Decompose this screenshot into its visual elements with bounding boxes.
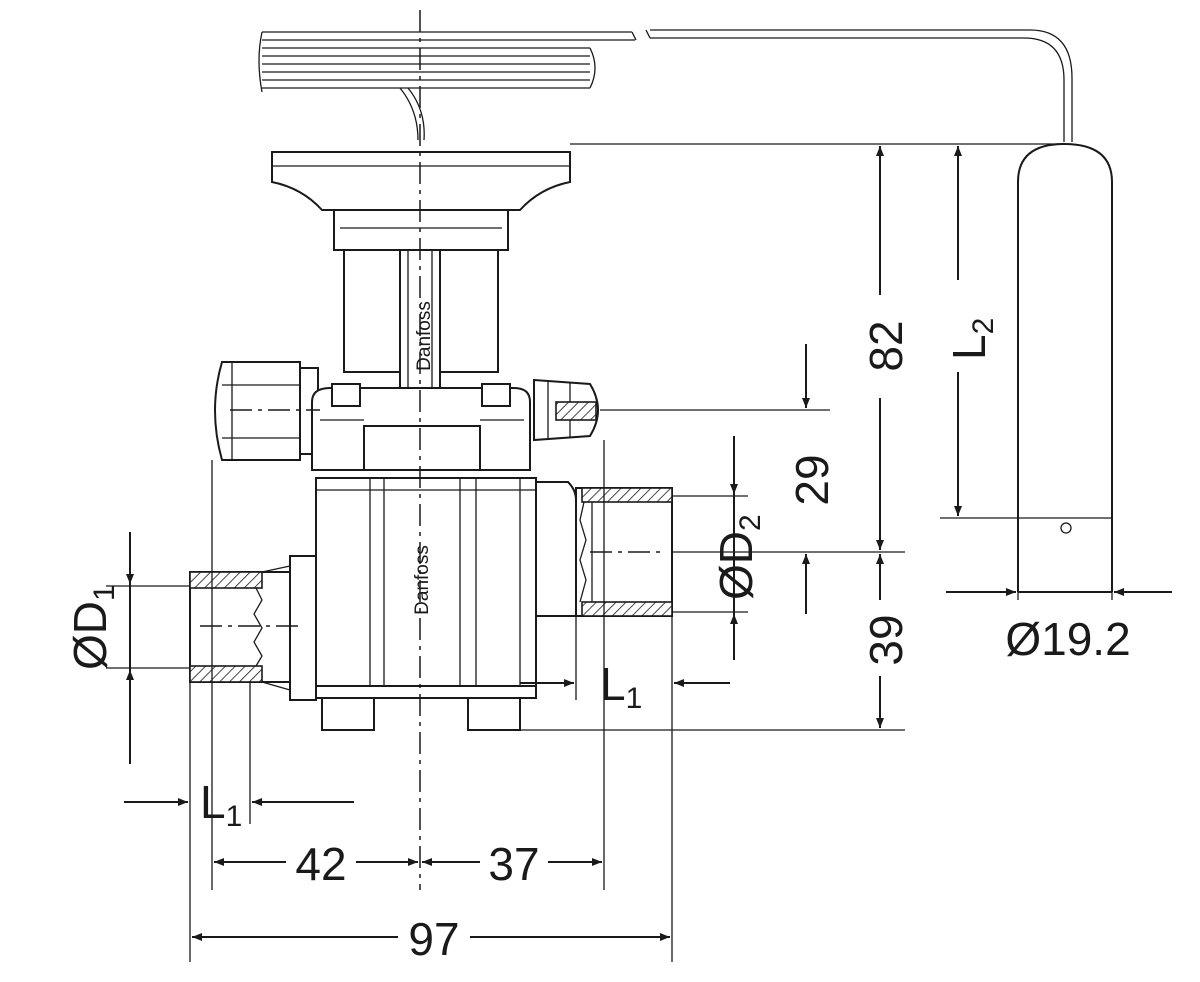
dimension-inlet-diameter-label: ØD1	[64, 584, 121, 670]
body-brand-label: Danfoss	[412, 545, 433, 615]
valve-body	[289, 477, 577, 731]
dimension-lower-offset-value: 39	[860, 614, 912, 665]
right-flare-nut	[533, 378, 599, 442]
dimension-bulb-length: L2	[943, 146, 1000, 516]
dimension-left-to-center-value: 42	[295, 838, 346, 890]
sensing-bulb	[1017, 142, 1113, 592]
extension-lines	[106, 143, 1113, 962]
dimension-inlet-diameter: ØD1	[64, 532, 134, 764]
capillary-coil	[258, 31, 635, 141]
dimension-bulb-diameter: Ø19.2	[946, 588, 1172, 665]
dimension-outlet-diameter-label: ØD2	[710, 514, 767, 600]
dimension-outlet-length: L1	[520, 658, 730, 715]
dimension-upper-offset-value: 29	[786, 454, 838, 505]
dimension-lower-offset: 39	[860, 554, 912, 728]
diaphragm-head	[271, 151, 571, 251]
center-lines	[200, 10, 666, 890]
dimension-left-to-center: 42	[214, 838, 418, 890]
dimension-upper-offset: 29	[786, 344, 838, 614]
dimension-height-total: 82	[860, 146, 912, 550]
dimension-width-total: 97	[192, 913, 670, 965]
dimension-outlet-diameter: ØD2	[710, 436, 767, 660]
neck-brand-label: Danfoss	[414, 301, 435, 371]
dimension-bulb-length-label: L2	[943, 318, 1000, 360]
capillary-tube	[631, 29, 1073, 142]
dimension-width-total-value: 97	[408, 913, 459, 965]
upper-housing	[311, 383, 531, 471]
dimension-center-to-right-value: 37	[488, 838, 539, 890]
dimension-outlet-length-label: L1	[600, 658, 642, 715]
dimension-height-total-value: 82	[860, 320, 912, 371]
dimension-center-to-right: 37	[422, 838, 602, 890]
left-flare-nut	[214, 361, 319, 461]
dimension-bulb-diameter-value: Ø19.2	[1005, 613, 1130, 665]
dimension-inlet-length: L1	[124, 776, 354, 833]
inlet-connection	[189, 565, 291, 691]
dimension-inlet-length-label: L1	[200, 776, 242, 833]
